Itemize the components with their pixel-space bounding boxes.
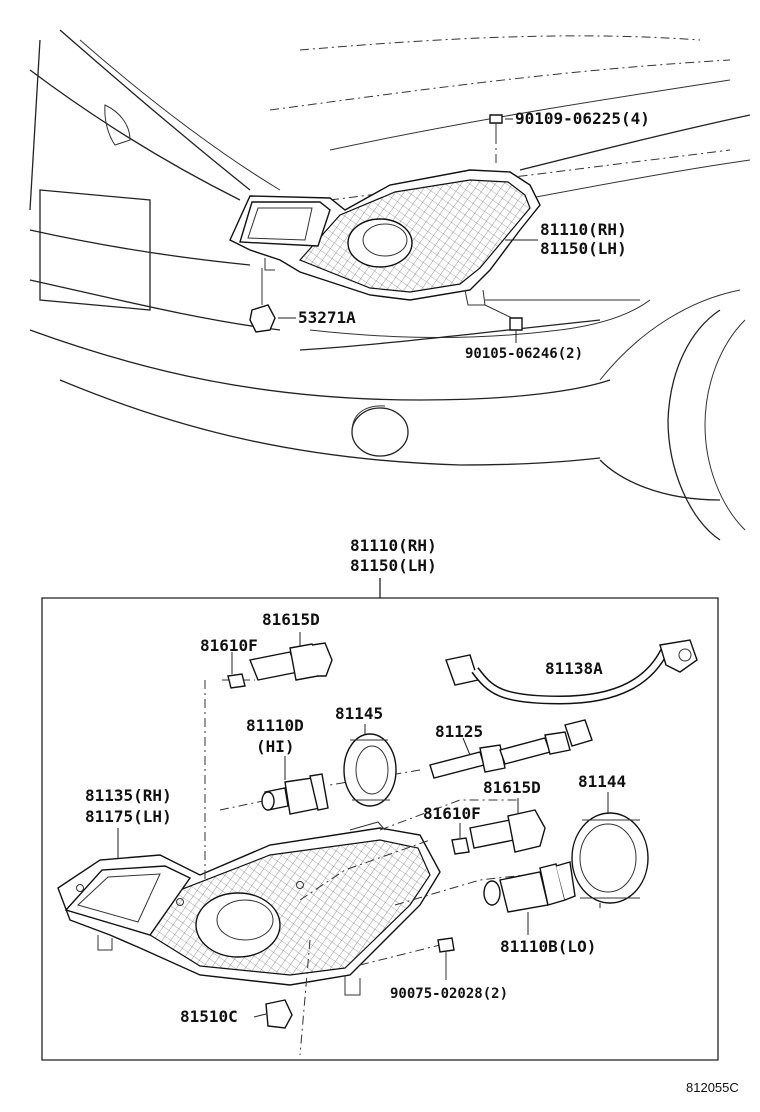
screw-90075 — [437, 937, 455, 980]
label-bulb-top: 81610F — [200, 636, 258, 655]
label-bolt: 90109-06225(4) — [515, 109, 650, 128]
label-wire: 81138A — [545, 659, 603, 678]
bottom-headlamp-body — [57, 821, 441, 996]
label-body-lh: 81175(LH) — [85, 807, 172, 826]
label-cap: 81144 — [578, 772, 626, 791]
label-bulb-mid: 81610F — [423, 804, 481, 823]
label-screw: 90075-02028(2) — [390, 986, 508, 1002]
top-leaders — [278, 118, 538, 343]
label-headlamp-lh: 81150(LH) — [540, 239, 627, 258]
label-retainer: 53271A — [298, 308, 356, 327]
cap-81144 — [571, 792, 649, 908]
label-assy-rh: 81110(RH) — [350, 536, 437, 555]
cover-81145 — [343, 724, 397, 807]
label-bulb-hi-tag: (HI) — [256, 737, 295, 756]
label-headlamp-rh: 81110(RH) — [540, 220, 627, 239]
label-body-rh: 81135(RH) — [85, 786, 172, 805]
exploded-frame — [41, 578, 719, 1061]
vehicle-front-outline — [29, 29, 751, 541]
socket-81615D-mid — [451, 798, 546, 855]
bulb-81110D-hi — [261, 756, 329, 815]
label-socket-mid: 81615D — [483, 778, 541, 797]
label-bulb-lo: 81110B(LO) — [500, 937, 596, 956]
figure-id: 812055C — [686, 1080, 739, 1095]
top-headlamp-assembly — [229, 169, 541, 306]
label-clip: 90105-06246(2) — [465, 346, 583, 362]
bottom-labels: 81110(RH) 81150(LH) 81615D 81610F 81138A… — [85, 536, 626, 1026]
bulb-81110B-lo — [483, 861, 576, 935]
top-fasteners — [249, 114, 640, 333]
wire-81138A — [445, 639, 698, 705]
socket-81615D-top — [227, 632, 333, 689]
label-adjuster: 81125 — [435, 722, 483, 741]
adjuster-81125 — [429, 719, 593, 779]
label-socket-top: 81615D — [262, 610, 320, 629]
label-lens-unit: 81510C — [180, 1007, 238, 1026]
label-bulb-hi: 81110D — [246, 716, 304, 735]
top-labels: 90109-06225(4) 81110(RH) 81150(LH) 53271… — [298, 109, 650, 362]
label-cover: 81145 — [335, 704, 383, 723]
lens-81510C — [253, 999, 293, 1029]
label-assy-lh: 81150(LH) — [350, 556, 437, 575]
